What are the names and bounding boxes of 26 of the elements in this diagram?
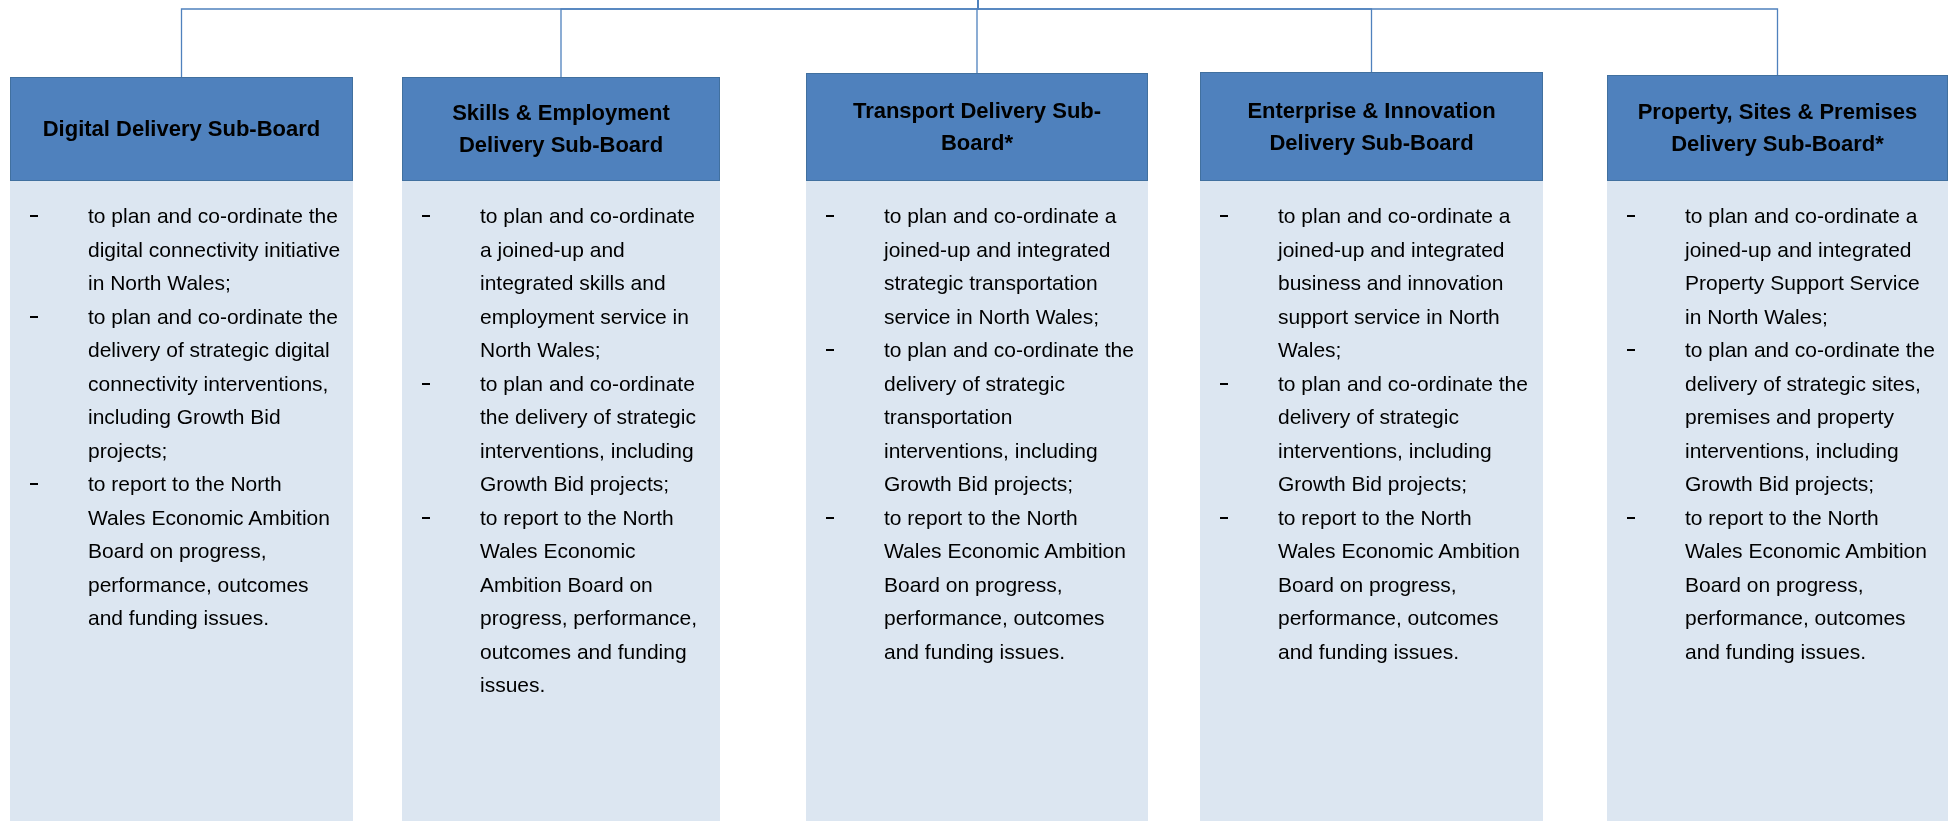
remit-item: to plan and co-ordinate a joined-up and integrated Property Support Service in North Wales; xyxy=(1685,204,1920,328)
remit-item: to plan and co-ordinate a joined-up and integrated skills and employment service in North Wales; xyxy=(480,204,695,361)
remit-item: to plan and co-ordinate the digital connectivity initiative in North Wales; xyxy=(88,204,341,294)
sub-board-header: Transport Delivery Sub-Board* xyxy=(806,73,1148,181)
remit-panel xyxy=(10,181,353,821)
connector-line xyxy=(977,0,1779,76)
sub-board-header: Skills & Employment Delivery Sub-Board xyxy=(402,77,720,181)
remit-item: to plan and co-ordinate the delivery of strategic interventions, including Growth Bid projects; xyxy=(1278,371,1528,495)
remit-panel xyxy=(1607,181,1948,821)
remit-item: to report to the North Wales Economic Ambition Board on progress, performance, outcomes and funding issues. xyxy=(884,505,1126,663)
remit-item: to report to the North Wales Economic Ambition Board on progress, performance, outcomes and funding issues. xyxy=(480,505,698,696)
remit-item: to plan and co-ordinate a joined-up and integrated business and innovation support service in North Wales; xyxy=(1278,204,1511,361)
remit-item: to report to the North Wales Economic Ambition Board on progress, performance, outcomes and funding issues. xyxy=(1685,505,1927,663)
remit-item: to plan and co-ordinate a joined-up and integrated strategic transportation service in North Wales; xyxy=(884,204,1117,328)
sub-board-header: Digital Delivery Sub-Board xyxy=(10,77,353,181)
remit-item: to plan and co-ordinate the delivery of strategic digital connectivity interventions, including Growth Bid projects; xyxy=(88,304,338,462)
remit-item: to plan and co-ordinate the delivery of strategic sites, premises and property interventions, including Growth Bid projects; xyxy=(1685,338,1935,495)
sub-board-header: Property, Sites & Premises Delivery Sub-Board* xyxy=(1607,75,1948,181)
remit-item: to report to the North Wales Economic Ambition Board on progress, performance, outcomes and funding issues. xyxy=(88,472,330,629)
remit-item: to plan and co-ordinate the delivery of strategic interventions, including Growth Bid projects; xyxy=(480,371,696,495)
remit-panel xyxy=(1200,181,1543,821)
remit-item: to plan and co-ordinate the delivery of strategic transportation interventions, including Growth Bid projects; xyxy=(884,338,1134,495)
remit-panel xyxy=(806,181,1148,821)
remit-panel xyxy=(402,181,720,821)
sub-board-header: Enterprise & Innovation Delivery Sub-Board xyxy=(1200,72,1543,181)
remit-item: to report to the North Wales Economic Ambition Board on progress, performance, outcomes and funding issues. xyxy=(1278,505,1520,663)
